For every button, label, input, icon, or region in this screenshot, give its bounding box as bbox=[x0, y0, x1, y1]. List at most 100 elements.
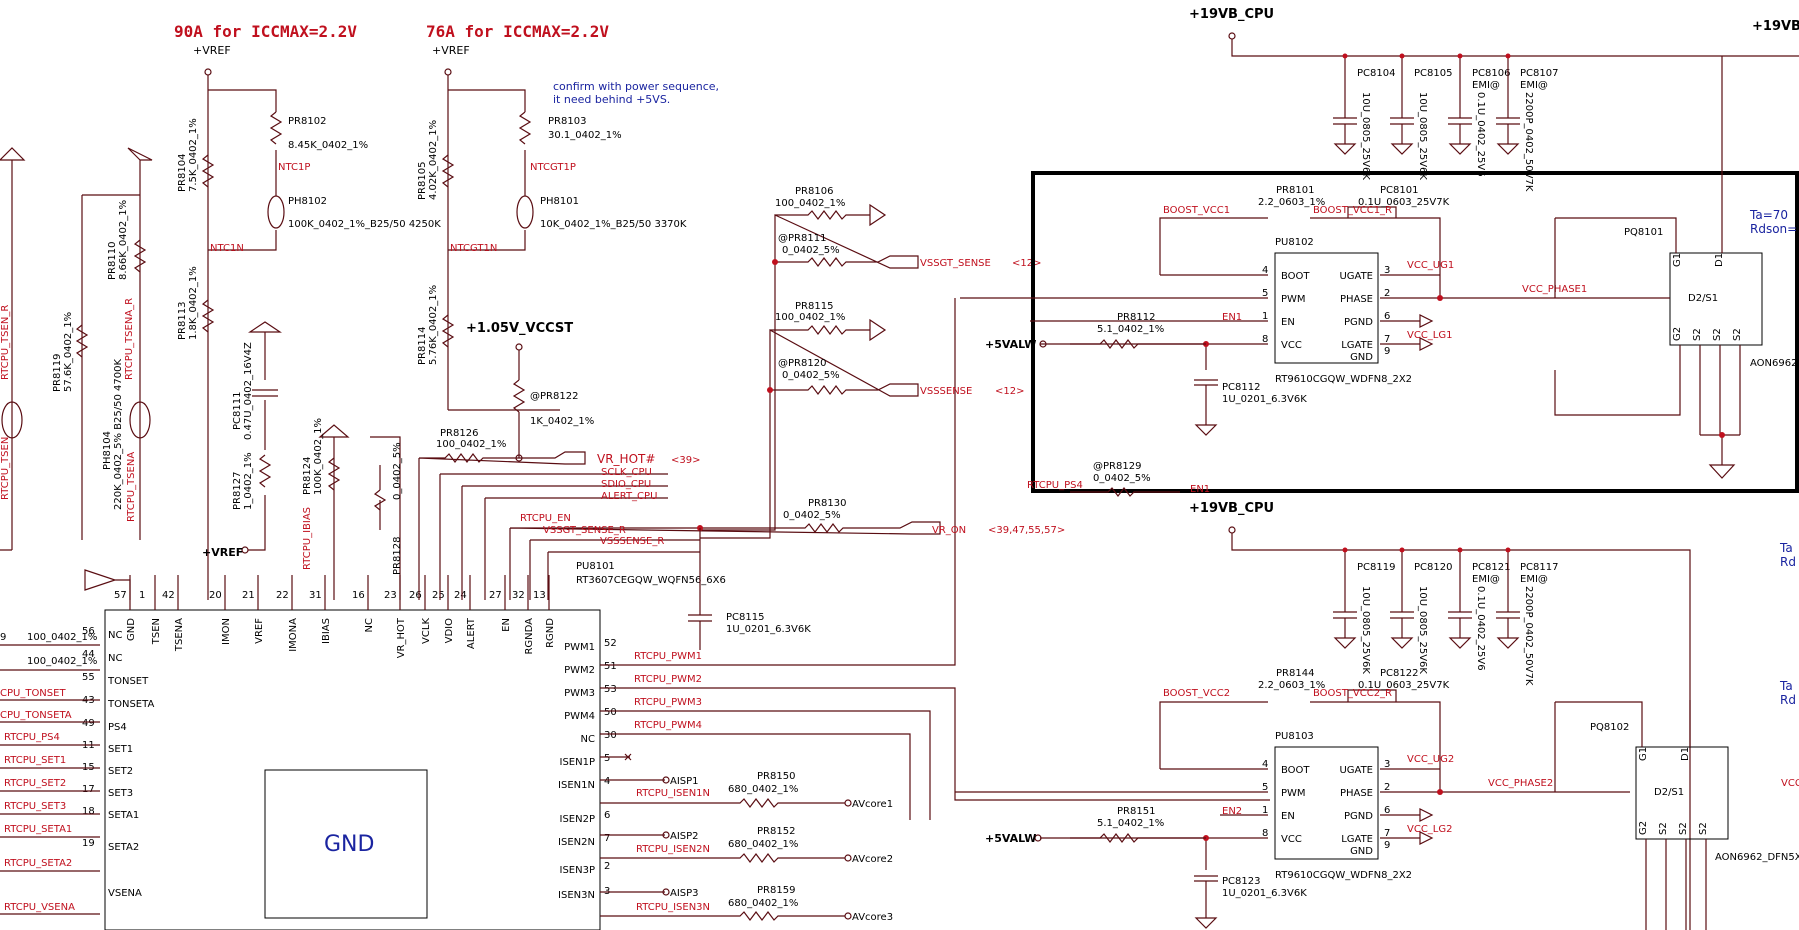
net-19vb-right: +19VB_ bbox=[1752, 19, 1799, 34]
pu8101-right-pin-name: PWM3 bbox=[564, 688, 595, 699]
pu8101-left-pin-name: NC bbox=[108, 630, 122, 641]
pu8101-top-pin-name: GND bbox=[126, 618, 137, 641]
net-ntcgt1n: NTCGT1N bbox=[450, 243, 497, 254]
pr8106-val: 100_0402_1% bbox=[775, 198, 845, 209]
pu8101-right-pin-name: ISEN3P bbox=[560, 865, 596, 876]
pu8101-top-pin-name: EN bbox=[501, 618, 512, 632]
net-vcc-ug1: VCC_UG1 bbox=[1407, 260, 1454, 271]
net-vcc-lg1: VCC_LG1 bbox=[1407, 330, 1453, 341]
pc8111-val: 0.47U_0402_16V4Z bbox=[243, 342, 254, 440]
ph8104-ref: PH8104 bbox=[102, 431, 113, 470]
pr8119-val: 57.6K_0402_1% bbox=[63, 312, 74, 392]
pu8101-top-pin-num: 23 bbox=[384, 590, 397, 601]
net-ntc1n: NTC1N bbox=[210, 243, 244, 254]
pr8106-ref: PR8106 bbox=[795, 186, 833, 197]
pr8114-val: 5.76K_0402_1% bbox=[428, 285, 439, 365]
pq8102-pn: AON6962_DFN5X6 bbox=[1715, 852, 1799, 863]
pc8115-val: 1U_0201_6.3V6K bbox=[726, 624, 811, 635]
pu8101-top-pin-name: VR_HOT bbox=[396, 617, 407, 658]
mosfet-pin-name: D1 bbox=[1680, 747, 1691, 761]
ground-symbol bbox=[1448, 143, 1472, 155]
pr8129-val: 0_0402_5% bbox=[1093, 473, 1151, 484]
pu8101-top-pin-name: ALERT bbox=[466, 617, 477, 649]
junction-dot bbox=[1399, 53, 1405, 59]
net-vrhot-ref: <39> bbox=[671, 455, 700, 466]
phase1-driver: PU8102 RT9610CGQW_WDFN8_2X2 BOOT4PWM5EN1… bbox=[960, 185, 1660, 436]
pu8101-right-pin-num: 6 bbox=[604, 810, 610, 821]
pq8101-ref: PQ8101 bbox=[1624, 227, 1663, 238]
pr8126-val: 100_0402_1% bbox=[436, 439, 506, 450]
pu8101-right-pin-name: ISEN3N bbox=[558, 890, 595, 901]
mosfet-pin-name: G1 bbox=[1672, 253, 1683, 267]
pu8101-right-pin-num: 7 bbox=[604, 833, 610, 844]
net-vssgt-sense: VSSGT_SENSE bbox=[920, 258, 991, 269]
pu8101-top-pin-name: IBIAS bbox=[321, 618, 332, 644]
pu8101-right-pin-num: 52 bbox=[604, 638, 617, 649]
net-boost1-r: BOOST_VCC1_R bbox=[1313, 205, 1392, 216]
pu8101-top-pin-name: TSENA bbox=[174, 618, 185, 652]
phase2-driver: PU8103 RT9610CGQW_WDFN8_2X2 BOOT4PWM5EN1… bbox=[955, 668, 1630, 929]
net-vref-2: +VREF bbox=[432, 44, 470, 57]
note-confirm-1: confirm with power sequence, bbox=[553, 80, 719, 93]
pu8101-right-pin-num: 5 bbox=[604, 753, 610, 764]
net-19vb-cpu-2: +19VB_CPU bbox=[1189, 501, 1274, 516]
pr8128-val: 0_0402_5% bbox=[392, 442, 403, 500]
pu8101-right-nets: RTCPU_PWM1 RTCPU_PWM2 RTCPU_PWM3 RTCPU_P… bbox=[600, 298, 1270, 923]
driver-left-pin-num: 4 bbox=[1262, 265, 1268, 276]
pu8101-left-pin-name: NC bbox=[108, 653, 122, 664]
note-ta-2: Ta bbox=[1779, 541, 1793, 555]
pu8101-body bbox=[104, 609, 601, 930]
pu8101-top-pin-name: VREF bbox=[254, 618, 265, 644]
pr8129-ref: @PR8129 bbox=[1093, 461, 1141, 472]
net-set1: RTCPU_SET1 bbox=[4, 755, 66, 766]
driver-right-pin-name: PHASE bbox=[1340, 294, 1373, 305]
pr8130-val: 0_0402_5% bbox=[783, 510, 841, 521]
net-tsena: RTCPU_TSENA bbox=[126, 452, 137, 522]
pu8101-right-pin-name: PWM1 bbox=[564, 642, 595, 653]
pr8103-val: 30.1_0402_1% bbox=[548, 130, 622, 141]
pq8102-body bbox=[1635, 746, 1729, 840]
net-isen2: RTCPU_ISEN2N bbox=[636, 844, 710, 855]
pr8110-ref: PR8110 bbox=[107, 242, 118, 280]
driver-left-pin-num: 1 bbox=[1262, 805, 1268, 816]
pr8152-ref: PR8152 bbox=[757, 826, 795, 837]
pu8101-right-pin-num: 53 bbox=[604, 684, 617, 695]
driver-left-pin-num: 4 bbox=[1262, 759, 1268, 770]
pu8101-left-pin-name: TONSETA bbox=[107, 699, 154, 710]
pu8101-left-pins: NC56NC44TONSET55TONSETA43PS449SET111SET2… bbox=[82, 626, 154, 899]
net-tonset: CPU_TONSET bbox=[0, 688, 66, 699]
pu8101-left-pin-name: SET2 bbox=[108, 766, 133, 777]
net-vcc-ug2: VCC_UG2 bbox=[1407, 754, 1454, 765]
ground-symbol bbox=[1448, 637, 1472, 649]
pu8101-top-pin-name: RGNDA bbox=[524, 618, 535, 655]
pu8102-ref: PU8102 bbox=[1275, 237, 1314, 248]
mosfet-pin-name: G2 bbox=[1672, 327, 1683, 341]
net-sdio: SDIO_CPU bbox=[601, 479, 651, 490]
pu8101-left-pin-num: 19 bbox=[82, 838, 95, 849]
mosfet-pin-name: S2 bbox=[1712, 328, 1723, 341]
pu8101-top-pins: 57GND1TSEN42TSENA20IMON21VREF22IMONA31IB… bbox=[114, 575, 556, 658]
pu8101-top-pin-num: 24 bbox=[454, 590, 467, 601]
gnd-pad-label: GND bbox=[324, 832, 374, 857]
pu8101-right-pin-name: ISEN2P bbox=[560, 814, 596, 825]
pr8112-ref: PR8112 bbox=[1117, 312, 1155, 323]
pu8101-top-pin-num: 25 bbox=[432, 590, 445, 601]
driver-right-pin-num: 2 bbox=[1384, 782, 1390, 793]
pr8159-val: 680_0402_1% bbox=[728, 898, 798, 909]
pu8101-top-pin-num: 13 bbox=[533, 590, 546, 601]
net-vron-ref: <39,47,55,57> bbox=[988, 525, 1065, 536]
mosfet-pin-name: D2/S1 bbox=[1688, 293, 1718, 304]
pu8101-right-pin-name: ISEN1N bbox=[558, 780, 595, 791]
driver-right-pin-name: UGATE bbox=[1339, 271, 1373, 282]
pu8102-pins: BOOT4PWM5EN1VCC8UGATE3PHASE2PGND6LGATE7G… bbox=[1262, 265, 1390, 363]
pr-0-label-2: 100_0402_1% bbox=[27, 656, 97, 667]
cap-value: 0.1U_0402_25V6 bbox=[1475, 586, 1486, 671]
driver-left-pin-name: EN bbox=[1281, 811, 1295, 822]
net-pwm3: RTCPU_PWM3 bbox=[634, 697, 702, 708]
pu8101-left-pin-name: SET1 bbox=[108, 744, 133, 755]
driver-right-pin-name: GND bbox=[1350, 352, 1373, 363]
pr8120-ref: @PR8120 bbox=[778, 358, 826, 369]
